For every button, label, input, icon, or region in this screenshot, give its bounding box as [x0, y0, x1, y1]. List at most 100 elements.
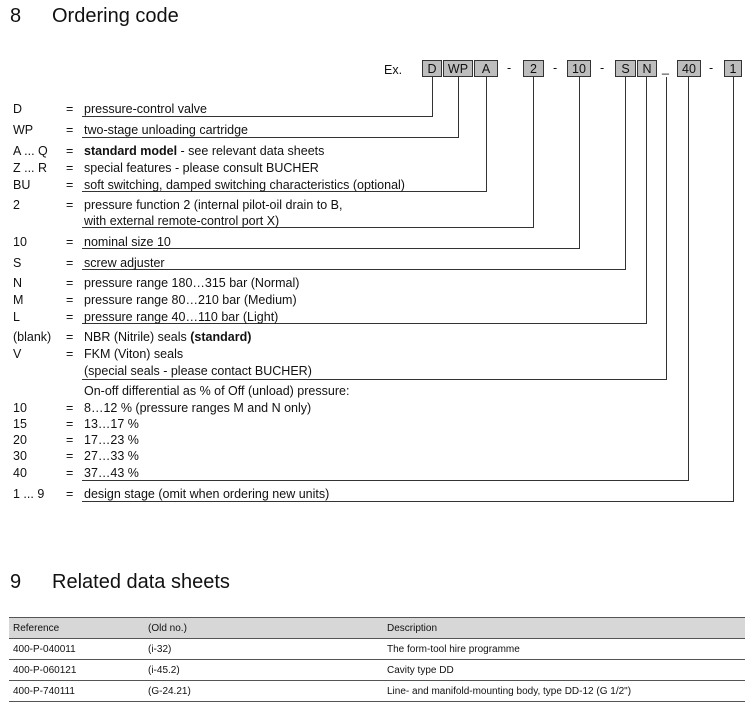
separator: - — [709, 61, 714, 75]
row-code: 40 — [13, 466, 27, 480]
row-text: pressure range 80…210 bar (Medium) — [84, 293, 297, 307]
header-reference: Reference — [9, 617, 144, 639]
row-text: pressure-control valve — [84, 102, 207, 116]
row-text: On-off differential as % of Off (unload)… — [84, 384, 350, 398]
table-row: 400-P-060121 (i-45.2) Cavity type DD — [9, 659, 745, 681]
section-9-number: 9 — [10, 571, 22, 593]
related-data-sheets-table: Reference (Old no.) Description 400-P-04… — [9, 617, 745, 702]
row-text: design stage (omit when ordering new uni… — [84, 487, 330, 501]
row-eq: = — [66, 487, 74, 501]
row-text: 17…23 % — [84, 433, 139, 447]
row-code: D — [13, 102, 23, 116]
code-box-1: 1 — [724, 60, 742, 77]
cell-description: Cavity type DD — [383, 659, 745, 681]
row-text: screw adjuster — [84, 256, 165, 270]
row-eq: = — [66, 198, 74, 212]
code-box-40: 40 — [677, 60, 701, 77]
row-code: 20 — [13, 433, 27, 447]
code-box-wp: WP — [443, 60, 473, 77]
cell-reference: 400-P-740111 — [9, 680, 144, 702]
row-text-rest: - see relevant data sheets — [177, 144, 325, 158]
row-code: 10 — [13, 235, 27, 249]
row-code: V — [13, 347, 22, 361]
table-row: 400-P-740111 (G-24.21) Line- and manifol… — [9, 680, 745, 702]
row-eq: = — [66, 449, 74, 463]
separator: - — [553, 61, 558, 75]
section-9-title: Related data sheets — [52, 571, 230, 593]
row-text: 27…33 % — [84, 449, 139, 463]
row-eq: = — [66, 417, 74, 431]
row-eq: = — [66, 178, 74, 192]
cell-description: Line- and manifold-mounting body, type D… — [383, 680, 745, 702]
row-code: N — [13, 276, 23, 290]
row-eq: = — [66, 235, 74, 249]
header-old-no: (Old no.) — [144, 617, 383, 639]
row-eq: = — [66, 276, 74, 290]
row-eq: = — [66, 401, 74, 415]
header-description: Description — [383, 617, 745, 639]
row-text: 37…43 % — [84, 466, 139, 480]
row-code: 10 — [13, 401, 27, 415]
row-eq: = — [66, 310, 74, 324]
row-code: M — [13, 293, 24, 307]
cell-old-no: (G-24.21) — [144, 680, 383, 702]
row-eq: = — [66, 144, 74, 158]
separator: - — [507, 61, 512, 75]
row-code: Z ... R — [13, 161, 48, 175]
code-box-s: S — [615, 60, 636, 77]
row-text: 13…17 % — [84, 417, 139, 431]
row-eq: = — [66, 466, 74, 480]
table-header-row: Reference (Old no.) Description — [9, 617, 745, 639]
row-code: BU — [13, 178, 31, 192]
row-code: L — [13, 310, 20, 324]
table-row: 400-P-040011 (i-32) The form-tool hire p… — [9, 638, 745, 660]
example-label: Ex. — [384, 63, 403, 77]
row-text: pressure range 40…110 bar (Light) — [84, 310, 279, 324]
code-box-2: 2 — [523, 60, 544, 77]
row-eq: = — [66, 161, 74, 175]
row-eq: = — [66, 433, 74, 447]
row-eq: = — [66, 330, 74, 344]
row-text: nominal size 10 — [84, 235, 171, 249]
cell-old-no: (i-32) — [144, 638, 383, 660]
row-code: (blank) — [13, 330, 52, 344]
row-text: (special seals - please contact BUCHER) — [84, 364, 312, 378]
separator: _ — [662, 61, 669, 75]
cell-old-no: (i-45.2) — [144, 659, 383, 681]
row-eq: = — [66, 102, 74, 116]
section-8-title: Ordering code — [52, 5, 179, 27]
section-8-number: 8 — [10, 5, 22, 27]
row-code: 30 — [13, 449, 27, 463]
row-code: 15 — [13, 417, 27, 431]
cell-description: The form-tool hire programme — [383, 638, 745, 660]
cell-reference: 400-P-060121 — [9, 659, 144, 681]
row-text: NBR (Nitrile) seals (standard) — [84, 330, 251, 344]
row-text: FKM (Viton) seals — [84, 347, 184, 361]
separator: - — [600, 61, 605, 75]
row-text: soft switching, damped switching charact… — [84, 178, 405, 192]
row-eq: = — [66, 347, 74, 361]
standard-bold: (standard) — [190, 330, 252, 344]
row-text: special features - please consult BUCHER — [84, 161, 319, 175]
row-eq: = — [66, 123, 74, 137]
row-text-main: NBR (Nitrile) seals — [84, 330, 191, 344]
code-box-d: D — [422, 60, 442, 77]
row-code: S — [13, 256, 22, 270]
row-eq: = — [66, 256, 74, 270]
row-text: standard model - see relevant data sheet… — [84, 144, 324, 158]
row-text: with external remote-control port X) — [84, 214, 280, 228]
code-box-n: N — [637, 60, 657, 77]
row-code: 2 — [13, 198, 20, 212]
code-box-10: 10 — [567, 60, 591, 77]
row-text: pressure function 2 (internal pilot-oil … — [84, 198, 343, 212]
row-code: WP — [13, 123, 34, 137]
cell-reference: 400-P-040011 — [9, 638, 144, 660]
standard-model-bold: standard model — [84, 144, 178, 158]
row-text: pressure range 180…315 bar (Normal) — [84, 276, 300, 290]
code-box-a: A — [474, 60, 498, 77]
row-code: A ... Q — [13, 144, 48, 158]
row-text: two-stage unloading cartridge — [84, 123, 248, 137]
row-text: 8…12 % (pressure ranges M and N only) — [84, 401, 312, 415]
row-code: 1 ... 9 — [13, 487, 45, 501]
row-eq: = — [66, 293, 74, 307]
